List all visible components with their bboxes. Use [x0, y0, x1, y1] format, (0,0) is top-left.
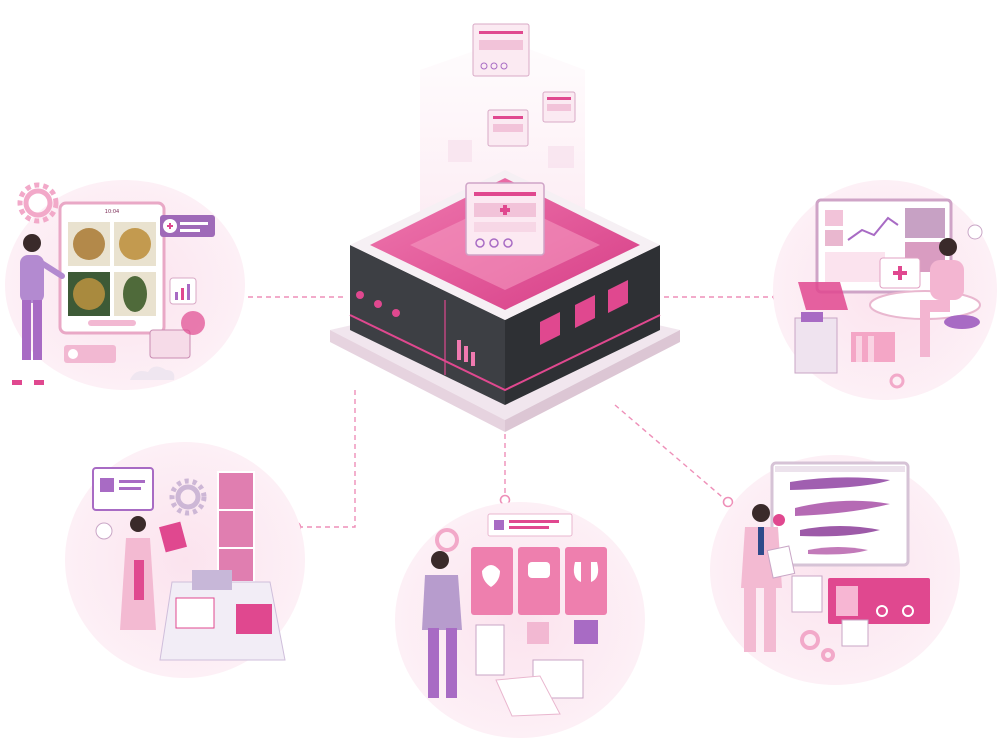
slide-scanner-vignette [65, 442, 305, 678]
whole-slide-viewer-vignette [710, 455, 960, 685]
tablet-review-vignette: 10:04 [5, 180, 245, 390]
workstation-vignette [773, 180, 997, 400]
server-hub [330, 24, 680, 432]
organ-reports-vignette [395, 502, 645, 738]
tablet-time: 10:04 [105, 209, 119, 215]
